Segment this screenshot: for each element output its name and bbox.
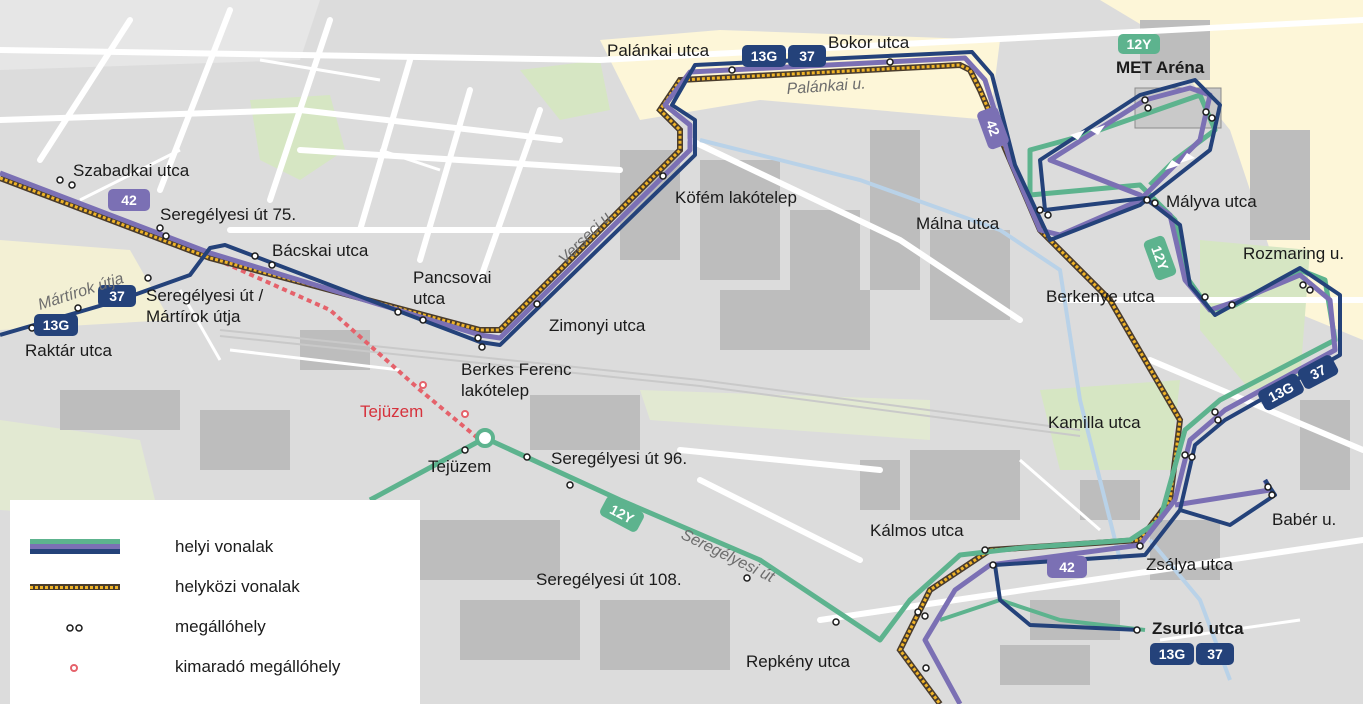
badge-13g-west: 13G [34,314,78,336]
label-baber: Babér u. [1272,510,1336,529]
park-5 [640,390,930,440]
label-malyva: Mályva utca [1166,192,1257,211]
label-pancsovai-2: utca [413,289,446,308]
svg-text:12Y: 12Y [1127,36,1153,52]
label-seregelyesi96: Seregélyesi út 96. [551,449,687,468]
label-raktar: Raktár utca [25,341,112,360]
badge-12y-east: 12Y [1143,235,1177,281]
svg-text:37: 37 [799,48,815,64]
badge-13g-north: 13G [742,45,786,67]
legend-row-intercity: helyközi vonalak [30,572,300,602]
badge-37-east: 37 [1297,355,1339,389]
legend: helyi vonalak helyközi vonalak megállóhe… [10,500,420,704]
label-zsalya: Zsálya utca [1146,555,1233,574]
label-repkeny: Repkény utca [746,652,850,671]
label-kofem: Köfém lakótelep [675,188,797,207]
label-seregelyesi75: Seregélyesi út 75. [160,205,296,224]
label-pancsovai-1: Pancsovai [413,268,491,287]
svg-text:13G: 13G [43,317,70,333]
park-6 [0,420,160,520]
stop-szabadkai-1 [56,176,64,184]
skipped-stops [419,381,469,418]
label-berkes-1: Berkes Ferenc [461,360,572,379]
badge-37-south: 37 [1196,643,1234,665]
svg-text:37: 37 [109,288,125,304]
badge-42-south: 42 [1047,556,1087,578]
label-seregelyesi-martirok-1: Seregélyesi út / [146,286,263,305]
yellow-area-w [0,240,170,330]
label-berkes-2: lakótelep [461,381,529,400]
label-rozmaring: Rozmaring u. [1243,244,1344,263]
legend-local-symbol [30,532,120,562]
label-berkenye: Berkenye utca [1046,287,1155,306]
label-zimonyi: Zimonyi utca [549,316,646,335]
skipped-route [199,250,482,442]
legend-skipped-symbol [30,652,120,682]
legend-row-local: helyi vonalak [30,532,273,562]
label-tejuzem-skipped: Tejüzem [360,402,423,421]
legend-skipped-label: kimaradó megállóhely [175,657,341,676]
residential-area [0,0,320,70]
label-malna: Málna utca [916,214,1000,233]
label-palankai: Palánkai utca [607,41,710,60]
label-bacskai: Bácskai utca [272,241,369,260]
svg-text:42: 42 [1059,559,1075,575]
badge-37-west: 37 [98,285,136,307]
label-tejuzem: Tejüzem [428,457,491,476]
badge-13g-south: 13G [1150,643,1194,665]
badge-37-north: 37 [788,45,826,67]
direction-arrows [1070,125,1195,170]
svg-text:37: 37 [1307,361,1328,383]
svg-text:13G: 13G [1159,646,1186,662]
legend-local-label: helyi vonalak [175,537,274,556]
label-bokor: Bokor utca [828,33,910,52]
stop-symbol-icon [66,624,83,632]
street-palankai: Palánkai u. [786,76,866,98]
tejuzem-terminal [475,428,495,448]
label-seregelyesi-martirok-2: Mártírok útja [146,307,241,326]
legend-row-skipped: kimaradó megállóhely [30,652,340,682]
svg-text:13G: 13G [751,48,778,64]
svg-text:37: 37 [1207,646,1223,662]
park-2 [520,60,610,120]
label-zsurlo: Zsurló utca [1152,619,1244,638]
label-kalmos: Kálmos utca [870,521,964,540]
skipped-stop-icon [70,664,78,672]
label-met-arena: MET Aréna [1116,58,1205,77]
badge-42-west: 42 [108,189,150,211]
badge-42-north: 42 [977,106,1009,150]
park-1 [250,95,345,180]
label-szabadkai: Szabadkai utca [73,161,190,180]
legend-intercity-symbol [30,572,120,602]
park-4 [1040,380,1180,470]
route-12y-line [368,92,1338,643]
label-kamilla: Kamilla utca [1048,413,1141,432]
svg-text:42: 42 [121,192,137,208]
badge-12y-met: 12Y [1118,34,1160,54]
legend-stop-symbol [30,612,120,642]
stops [28,58,1314,672]
svg-text:42: 42 [983,118,1003,138]
legend-intercity-label: helyközi vonalak [175,577,300,596]
buildings [60,20,1350,685]
legend-stop-label: megállóhely [175,617,266,636]
minor-streets [79,58,1301,642]
legend-row-stop: megállóhely [30,612,266,642]
label-seregelyesi108: Seregélyesi út 108. [536,570,682,589]
